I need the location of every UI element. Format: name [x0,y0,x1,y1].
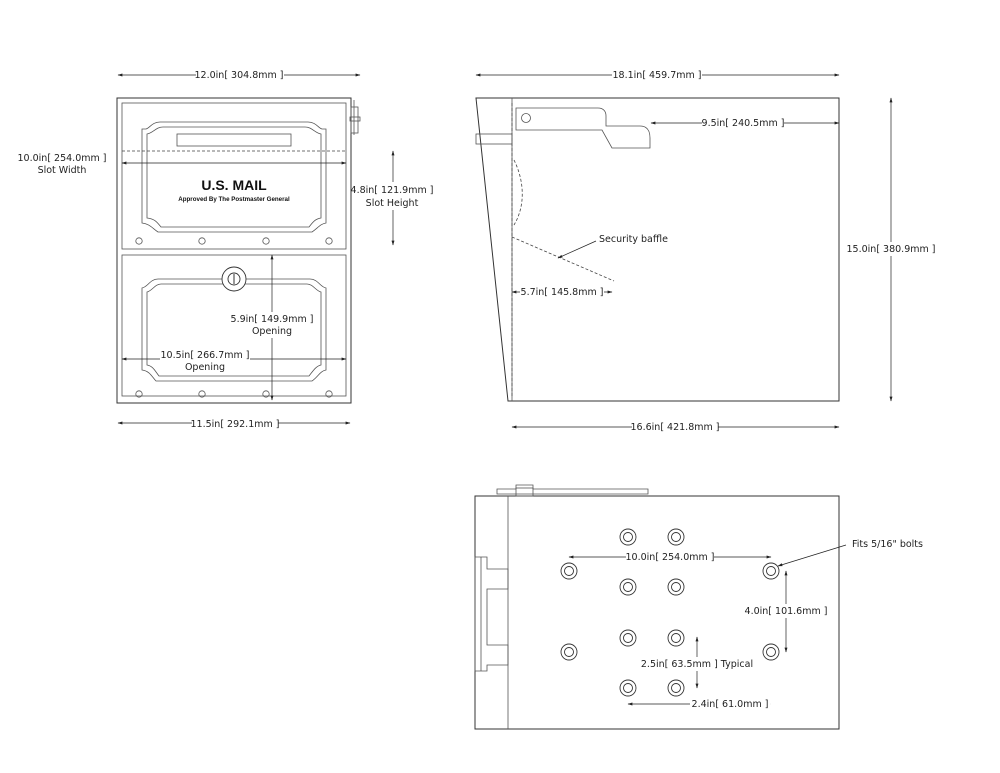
front-view [116,97,361,404]
dim-slot-width-label: Slot Width [38,165,87,176]
dim-bolt-span-height: 4.0in[ 101.6mm ] [745,606,828,617]
dim-opening-height: 5.9in[ 149.9mm ] [231,314,314,325]
dim-opening-width-label: Opening [185,362,225,373]
door-subtitle: Approved By The Postmaster General [178,196,290,203]
dim-baffle-offset: 5.7in[ 145.8mm ] [521,287,604,298]
dim-body-depth: 16.6in[ 421.8mm ] [631,422,720,433]
bottom-view [474,484,847,730]
mounting-holes [560,528,780,697]
dim-hole-pitch-vertical: 2.5in[ 63.5mm ] Typical [641,659,753,670]
dim-slot-width: 10.0in[ 254.0mm ] [18,153,107,164]
dim-overall-width: 12.0in[ 304.8mm ] [195,70,284,81]
dim-hole-pitch-horizontal: 2.4in[ 61.0mm ] [692,699,769,710]
side-view [475,97,840,402]
dim-base-width: 11.5in[ 292.1mm ] [191,419,280,430]
dim-lid-depth: 9.5in[ 240.5mm ] [702,118,785,129]
dim-opening-width: 10.5in[ 266.7mm ] [161,350,250,361]
dim-slot-height-label: Slot Height [366,198,419,209]
bolt-note: Fits 5/16" bolts [852,539,923,550]
dim-bolt-span-width: 10.0in[ 254.0mm ] [626,552,715,563]
dim-height: 15.0in[ 380.9mm ] [847,244,936,255]
lock-icon [221,266,247,292]
dim-opening-height-label: Opening [252,326,292,337]
dim-overall-depth: 18.1in[ 459.7mm ] [613,70,702,81]
door-title: U.S. MAIL [201,177,267,193]
flag-latch-icon [349,100,361,135]
baffle-label: Security baffle [599,234,668,245]
dim-slot-height: 4.8in[ 121.9mm ] [351,185,434,196]
